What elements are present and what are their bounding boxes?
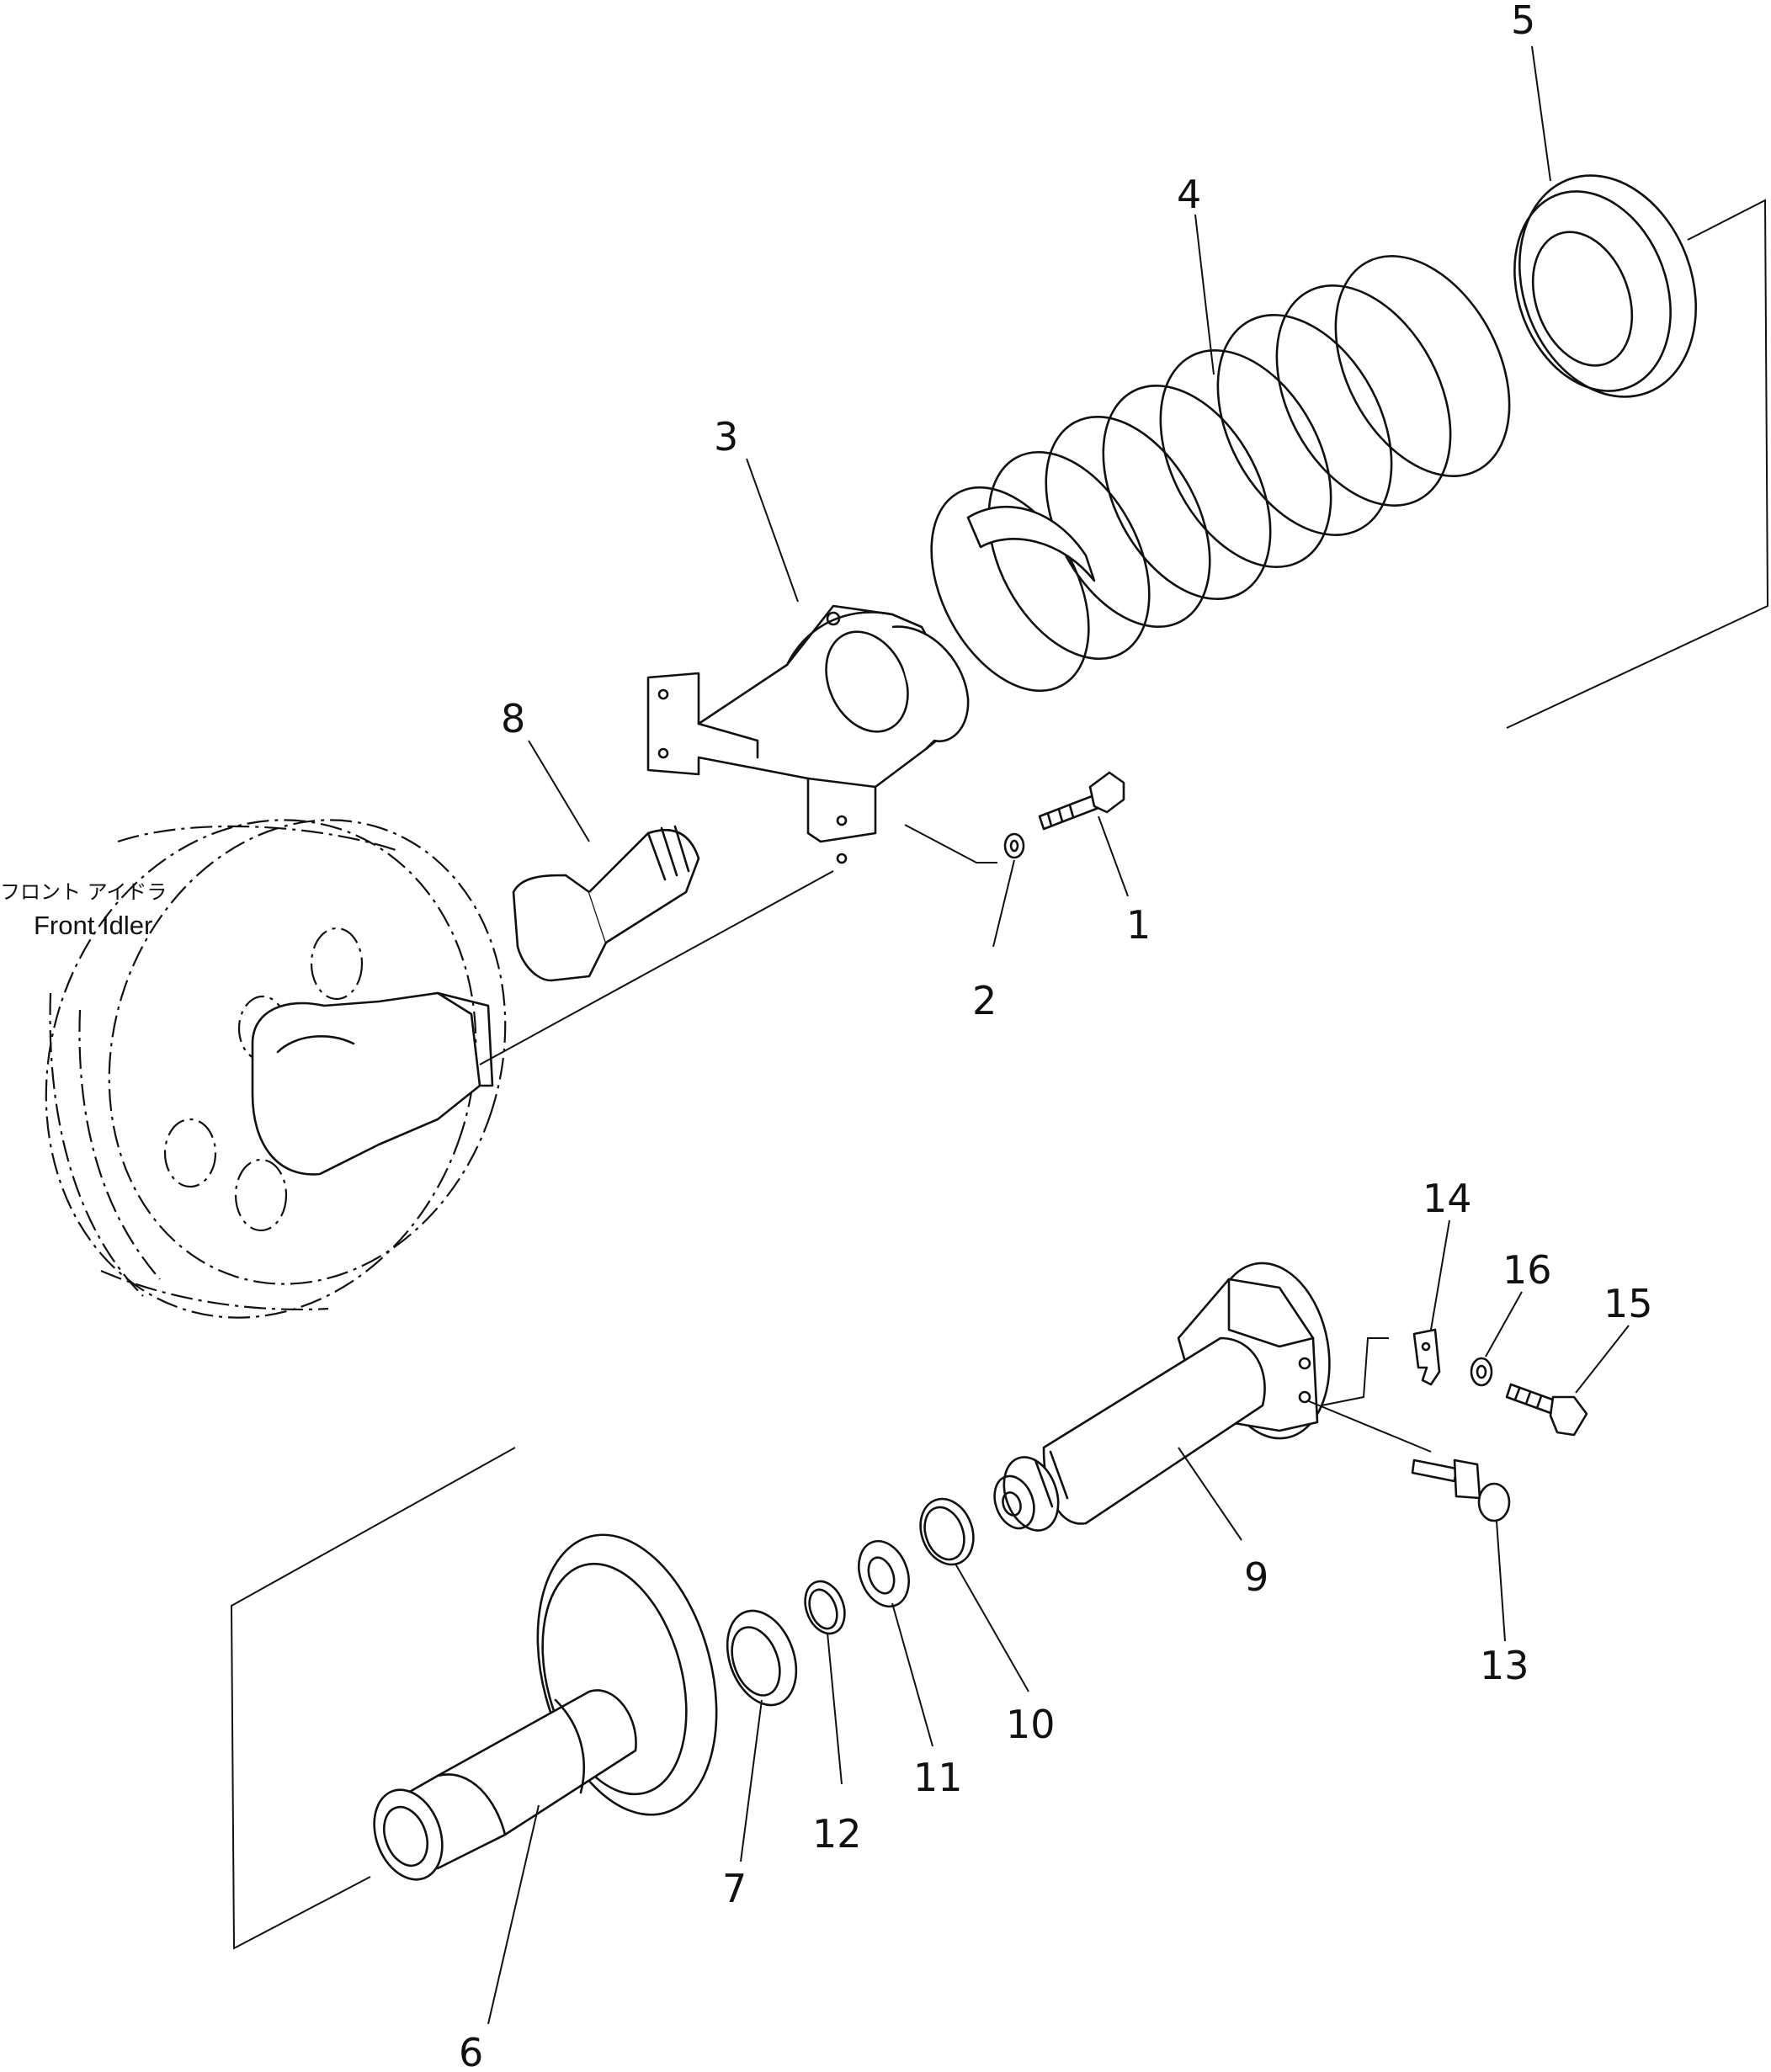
part-16-washer [1470,1357,1493,1387]
callout-8: 8 [501,696,525,741]
front-idler-label-jp: フロント アイドラ [0,880,167,904]
callout-4: 4 [1177,172,1201,217]
part-11-packing [858,1539,910,1608]
part-8-pin [512,825,700,982]
callout-14: 14 [1423,1176,1472,1221]
front-idler-label-en: Front Idler [34,911,152,940]
part-13-grease-fitting [1411,1458,1511,1522]
leader-3-to-bolt-1 [904,824,997,863]
callout-10: 10 [1006,1702,1056,1747]
part-6-cylinder [373,1533,718,1881]
callout-7: 7 [722,1866,747,1911]
callout-12: 12 [812,1811,862,1857]
assembly-frame-upper [1506,199,1769,729]
part-15-bolt [1505,1383,1588,1437]
callout-6: 6 [459,2030,483,2072]
leader-9-to-13 [1308,1400,1432,1453]
callout-9: 9 [1244,1554,1268,1600]
part-4-spring [930,255,1511,693]
part-9-piston-rod [993,1262,1331,1532]
front-idler-phantom [45,819,507,1319]
part-1-bolt [1038,771,1125,831]
part-12-snap-ring [804,1580,846,1635]
part-7-bushing [726,1609,798,1707]
callout-16: 16 [1502,1247,1552,1293]
callout-13: 13 [1480,1643,1529,1688]
callout-2: 2 [972,978,997,1023]
callout-11: 11 [913,1755,963,1800]
part-2-washer [1003,832,1025,859]
part-5-spring-seat [1513,174,1698,398]
callout-5: 5 [1511,0,1535,43]
part-14-clip [1412,1328,1441,1386]
part-10-wear-ring [919,1497,975,1566]
assembly-frame-lower [230,1447,516,1950]
part-3-yoke [646,604,970,864]
callout-3: 3 [714,414,738,460]
leader-idler-to-3 [479,870,834,1065]
callout-1: 1 [1126,902,1151,948]
callout-leaders [487,45,1630,2025]
leader-9-to-14 [1321,1337,1389,1406]
callout-15: 15 [1603,1281,1653,1326]
